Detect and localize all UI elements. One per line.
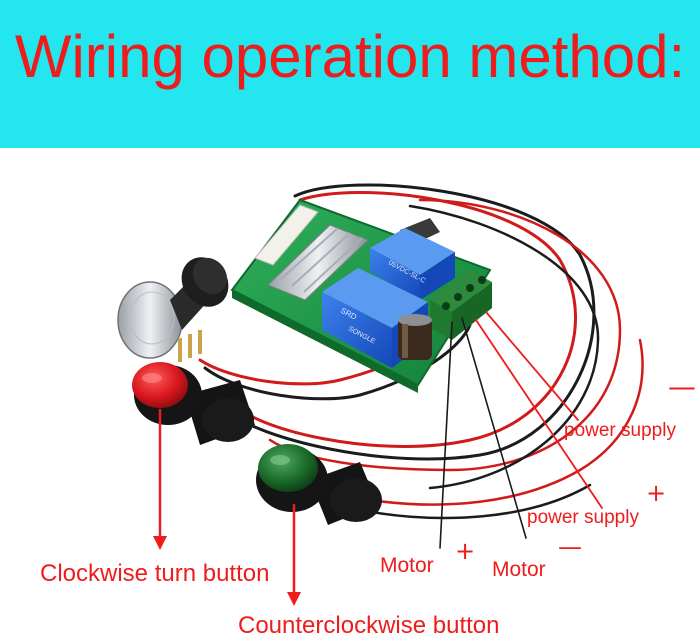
potentiometer [117,257,229,362]
wire-loop [198,183,644,520]
capacitor [398,314,432,360]
motor-negative-label: Motor [492,558,546,581]
page-title: Wiring operation method: [14,23,686,90]
power-supply-negative-label: power supply [564,420,676,441]
motor-positive-sign: + [455,537,476,565]
product-photo: 05VDC-SL-C SRD SONGLE [117,183,644,606]
power-supply-positive-label: power supply [527,507,639,528]
pointer-lines [153,311,603,606]
terminal-block [430,270,492,340]
red-push-button [132,362,255,445]
power-supply-positive-sign: + [646,479,667,507]
green-push-button [256,444,382,525]
clockwise-button-label: Clockwise turn button [40,560,270,587]
power-supply-negative-sign: — [668,370,696,403]
header-banner: Wiring operation method: [0,0,700,148]
motor-positive-label: Motor [380,554,434,577]
motor-negative-sign: — [558,533,582,561]
relay-1: 05VDC-SL-C [370,228,455,300]
counterclockwise-button-label: Counterclockwise button [238,612,500,639]
